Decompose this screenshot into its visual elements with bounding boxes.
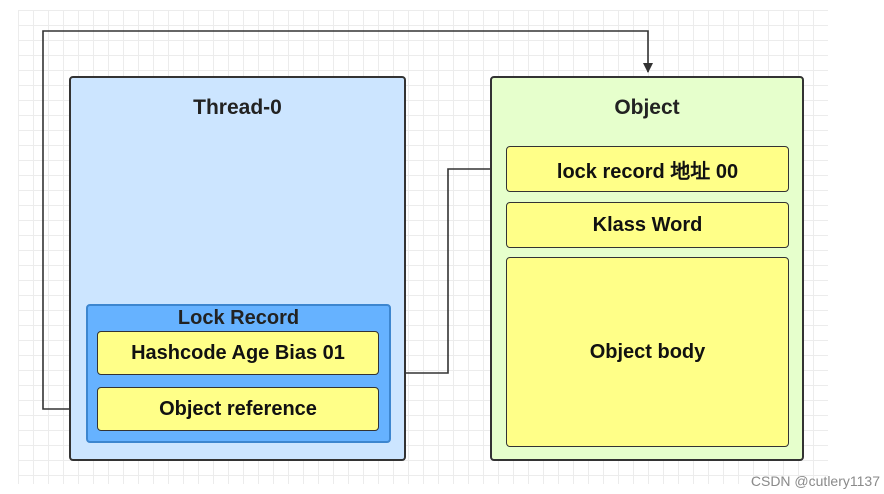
hashcode-age-bias-cell: Hashcode Age Bias 01 — [97, 331, 379, 375]
object-body-cell: Object body — [506, 257, 789, 447]
lock-record-address-cell: lock record 地址 00 — [506, 146, 789, 192]
lock-record-title: Lock Record — [177, 307, 300, 329]
lock-record-address-connector — [393, 168, 507, 378]
watermark: CSDN @cutlery1137 — [750, 473, 880, 489]
object-title: Object — [614, 96, 680, 119]
object-reference-cell: Object reference — [97, 387, 379, 431]
object-reference-connector — [42, 30, 653, 410]
thread-title: Thread-0 — [193, 96, 282, 119]
klass-word-cell: Klass Word — [506, 202, 789, 248]
